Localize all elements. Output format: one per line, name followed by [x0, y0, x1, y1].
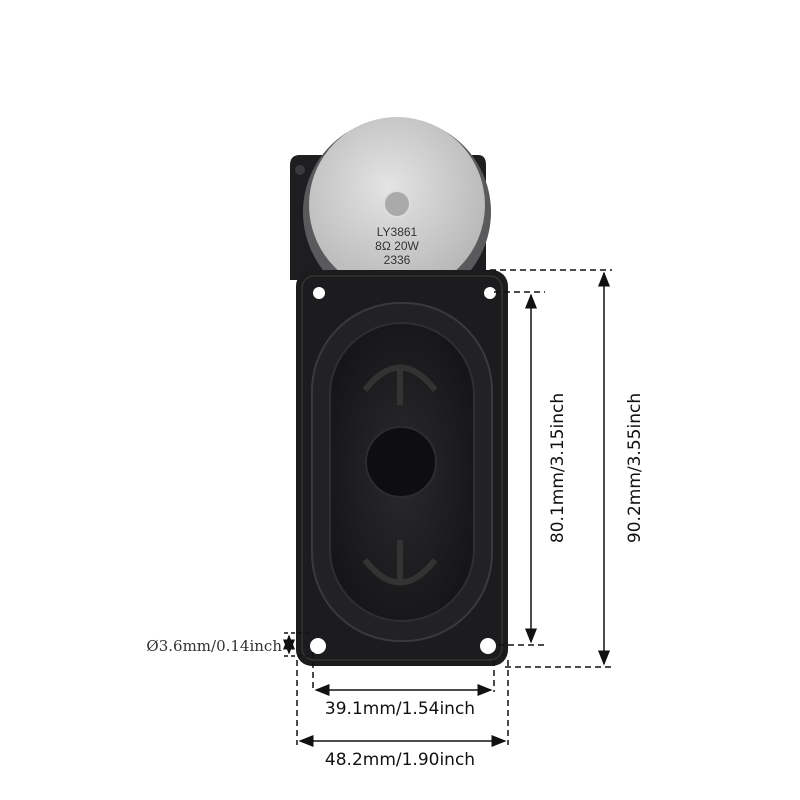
outer-height-label: 90.2mm/3.55inch — [625, 393, 645, 543]
hole-spacing-label: 39.1mm/1.54inch — [325, 699, 475, 719]
inner-height-label: 80.1mm/3.15inch — [548, 393, 568, 543]
rating-label: 8Ω 20W — [375, 239, 419, 253]
speaker-cone — [311, 302, 493, 642]
dimension-lines — [283, 269, 612, 747]
code-label: 2336 — [384, 253, 411, 267]
mount-hole — [480, 638, 496, 654]
dust-cap — [365, 426, 437, 498]
outer-width-label: 48.2mm/1.90inch — [325, 750, 475, 770]
mount-hole — [313, 287, 325, 299]
magnet — [303, 117, 491, 272]
hole-diameter-label: Ø3.6mm/0.14inch — [146, 637, 282, 655]
model-label: LY3861 — [377, 225, 418, 239]
mount-hole — [484, 287, 496, 299]
mount-hole — [310, 638, 326, 654]
